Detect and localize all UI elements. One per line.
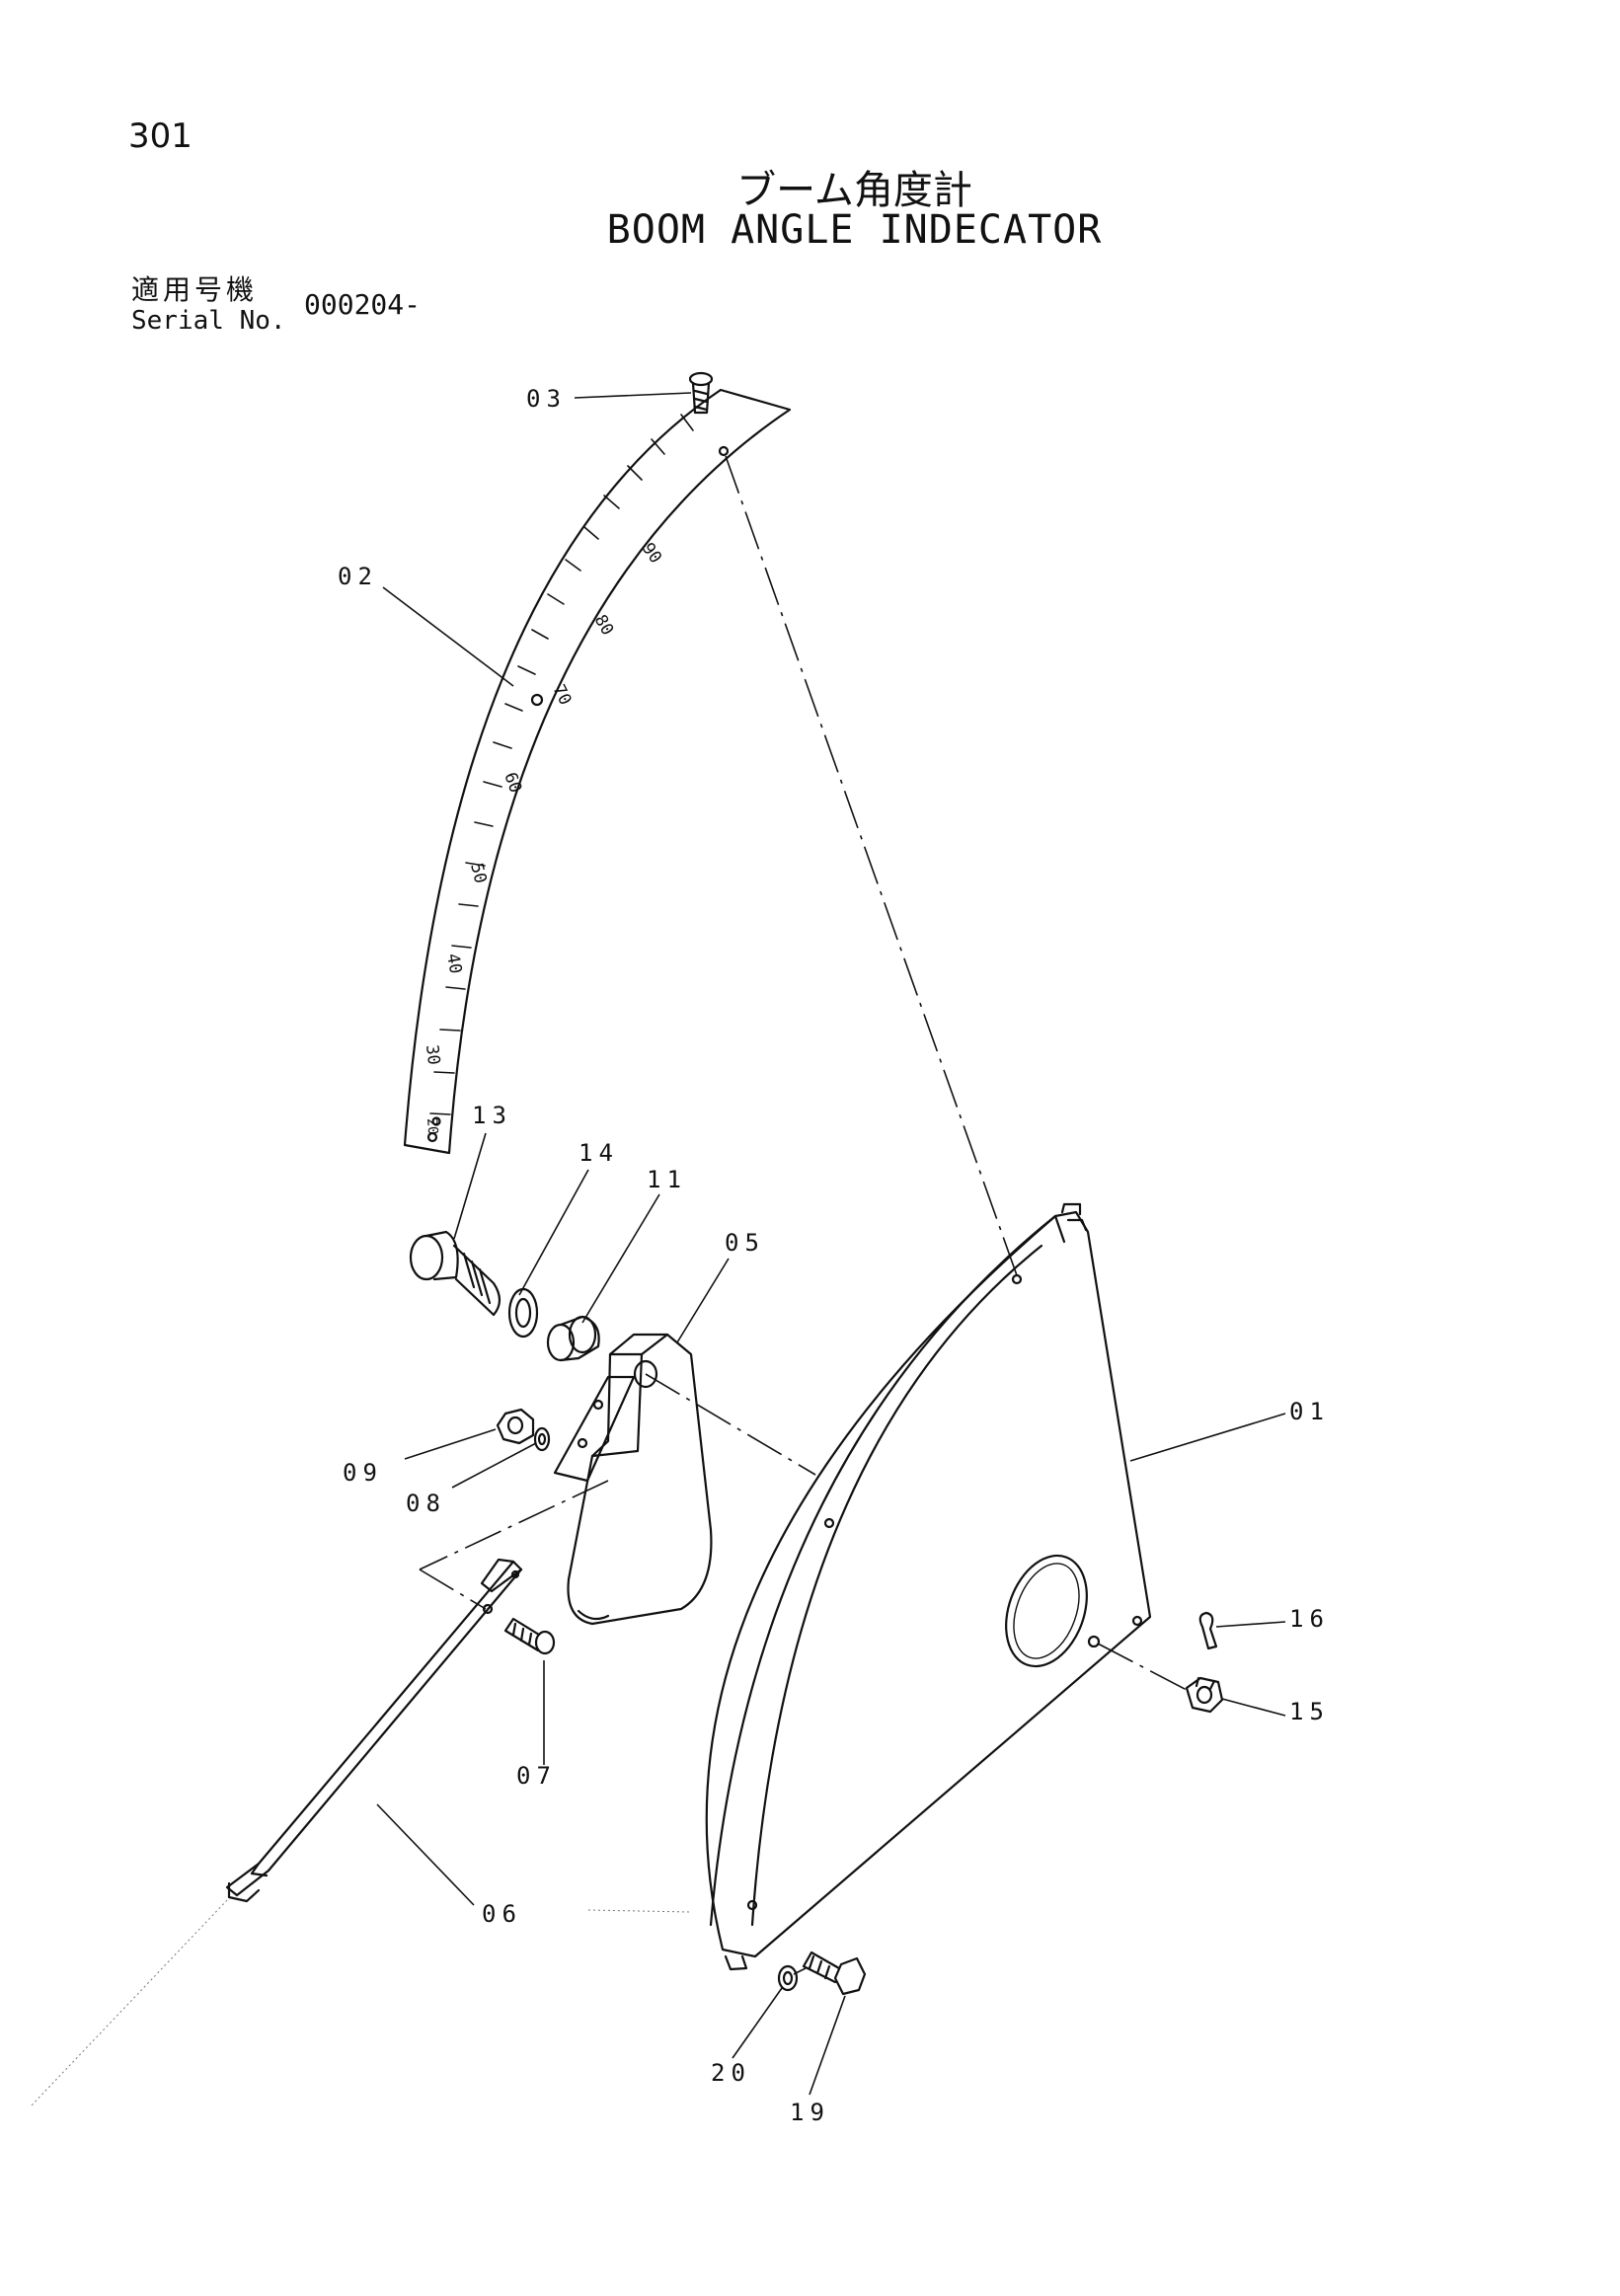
- scale-label-30: 30: [422, 1043, 443, 1065]
- callout-19: 19: [790, 2099, 830, 2126]
- nut-09: [496, 1408, 535, 1445]
- bracket-05: [553, 1333, 713, 1626]
- callout-06: 06: [482, 1900, 522, 1928]
- title-japanese: ブーム角度計: [736, 168, 972, 213]
- castle-nut-15: [1185, 1676, 1224, 1714]
- title-english: BOOM ANGLE INDECATOR: [606, 207, 1103, 253]
- callout-11: 11: [647, 1166, 687, 1193]
- cotter-pin-16: [1198, 1611, 1218, 1650]
- hidden-lines: [29, 1899, 692, 2108]
- scale-label-90: 90: [638, 539, 665, 567]
- bushing-11: [546, 1315, 600, 1362]
- callout-20: 20: [711, 2059, 751, 2087]
- washer-14: [507, 1287, 539, 1339]
- callout-05: 05: [725, 1229, 765, 1257]
- screw-07: [503, 1617, 556, 1655]
- scale-label-40: 40: [442, 952, 465, 975]
- scale-label-80: 80: [590, 612, 618, 640]
- bolt-13: [409, 1230, 501, 1317]
- scale-labels: 90 80 70 60 50 40 30 20: [422, 539, 665, 1135]
- scale-label-50: 50: [466, 861, 490, 885]
- callout-09: 09: [343, 1459, 383, 1487]
- serial-number-value: 000204-: [304, 288, 422, 321]
- angle-scale-strip: [403, 388, 792, 1155]
- scale-label-60: 60: [500, 770, 525, 796]
- scale-label-20: 20: [424, 1117, 440, 1135]
- callout-02: 02: [338, 563, 378, 590]
- page-number: 301: [128, 116, 193, 156]
- pointer-rod: [225, 1558, 523, 1903]
- lockwasher-08: [533, 1426, 551, 1452]
- serial-label-english: Serial No.: [131, 306, 286, 336]
- callout-labels: 03 02 13 14 11 05 01 09 08 07 06 16 15 2…: [338, 385, 1330, 2126]
- screw-03: [688, 371, 714, 415]
- callout-01: 01: [1289, 1398, 1330, 1425]
- sector-plate: [705, 1202, 1152, 1971]
- assembly-lines: [419, 455, 1188, 1975]
- scale-tick-marks: [429, 414, 694, 1115]
- leader-lines: [376, 392, 1286, 2096]
- callout-13: 13: [472, 1102, 512, 1129]
- callout-15: 15: [1289, 1698, 1330, 1725]
- callout-08: 08: [406, 1490, 446, 1517]
- callout-03: 03: [526, 385, 567, 413]
- callout-07: 07: [516, 1762, 557, 1790]
- callout-16: 16: [1289, 1605, 1330, 1633]
- bolt-19: [802, 1951, 867, 1996]
- washer-20: [777, 1964, 799, 1992]
- serial-label-japanese: 適用号機: [131, 273, 259, 306]
- callout-14: 14: [579, 1139, 619, 1167]
- scale-label-70: 70: [549, 681, 576, 708]
